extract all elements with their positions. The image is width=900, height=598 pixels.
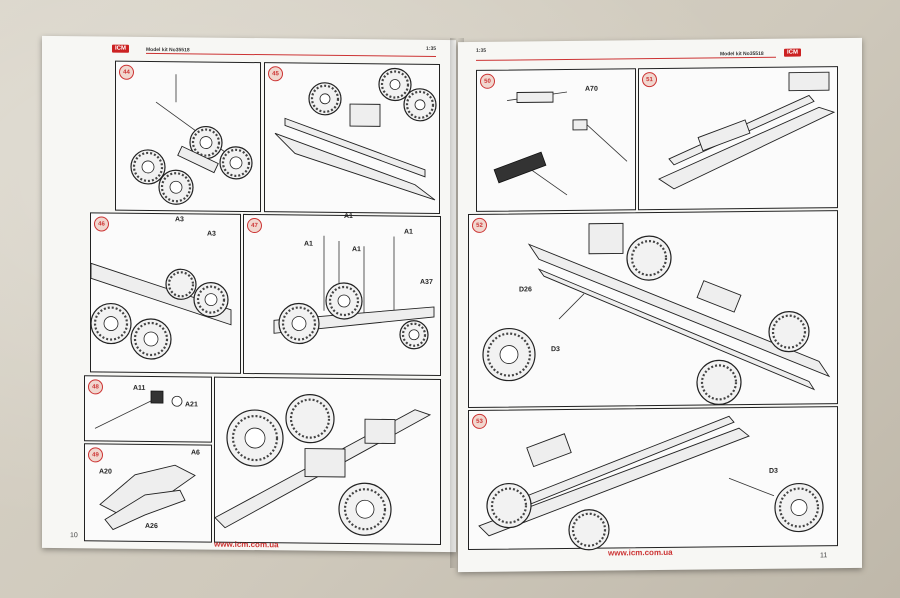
chassis-rear-drawing [478, 415, 824, 551]
step-panel-53: 53 D3 [468, 406, 838, 551]
step-panel-44: 44 [115, 60, 261, 213]
left-page: ICM Model kit No35518 1:35 44 45 46 A3 [42, 35, 456, 553]
step-panel-52: 52 D26 D3 [468, 210, 838, 409]
rear-axle-drawing [273, 235, 435, 350]
right-page: 1:35 Model kit No35518 ICM 50 A70 51 52 … [458, 37, 862, 573]
suspension-drawing [90, 262, 232, 360]
driveshaft-drawing [493, 91, 628, 196]
axle-housing-drawing [99, 464, 196, 531]
chassis-wheels-drawing [274, 67, 437, 201]
frame-axle-drawing [658, 71, 836, 190]
icm-logo: ICM [784, 48, 801, 57]
header-rule [476, 56, 776, 61]
page-number-left: 10 [70, 532, 78, 540]
step-panel-large-left [214, 376, 441, 546]
axle-assembly-drawing [130, 74, 253, 205]
step-panel-50: 50 A70 [476, 68, 636, 212]
scale-label: 1:35 [476, 47, 487, 54]
step-panel-47: 47 A1 A1 A1 A1 A37 [243, 213, 441, 377]
website-footer: www.icm.com.ua [214, 539, 279, 550]
step-panel-49: 49 A6 A20 A26 [84, 443, 212, 543]
page-number-right: 11 [820, 552, 828, 560]
header-rule [146, 52, 436, 57]
website-footer: www.icm.com.ua [608, 547, 673, 558]
step-panel-51: 51 [638, 66, 838, 211]
step-panel-46: 46 A3 A3 [90, 212, 241, 374]
icm-logo: ICM [112, 44, 129, 53]
step-panel-48: 48 A11 A21 [84, 375, 212, 443]
step-panel-45: 45 [264, 62, 440, 215]
shaft-part-drawing [94, 390, 183, 429]
full-chassis-drawing [482, 222, 831, 405]
scale-label: 1:35 [426, 45, 437, 52]
chassis-front-drawing [214, 394, 432, 536]
